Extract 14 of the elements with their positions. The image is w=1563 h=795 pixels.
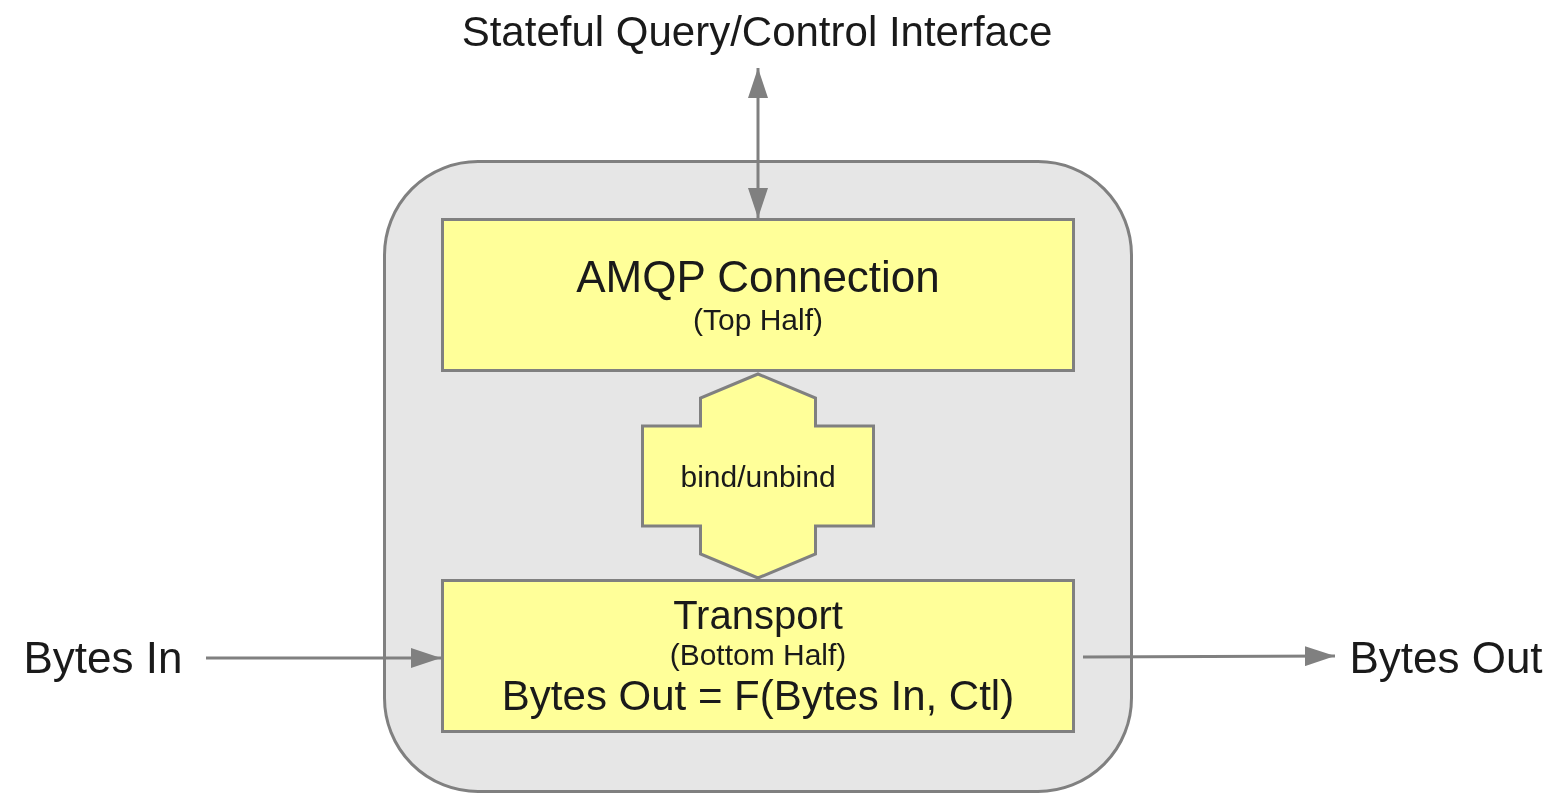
- box-title: Transport: [673, 591, 843, 638]
- text-label: Stateful Query/Control Interface: [461, 7, 1053, 57]
- text-label: Bytes Out: [1349, 632, 1543, 684]
- box-title: AMQP Connection: [576, 252, 940, 304]
- arrow: [1083, 646, 1335, 667]
- box-text: (Top Half): [692, 303, 823, 338]
- container-box: [383, 160, 1133, 793]
- box-text: (Bottom Half): [669, 637, 847, 673]
- text-label: Bytes In: [23, 632, 183, 684]
- component-box: [441, 218, 1075, 372]
- arrow: [206, 648, 441, 668]
- arrow: [748, 68, 768, 218]
- box-text: Bytes Out = F(Bytes In, Ctl): [501, 672, 1015, 721]
- component-box: [441, 579, 1075, 733]
